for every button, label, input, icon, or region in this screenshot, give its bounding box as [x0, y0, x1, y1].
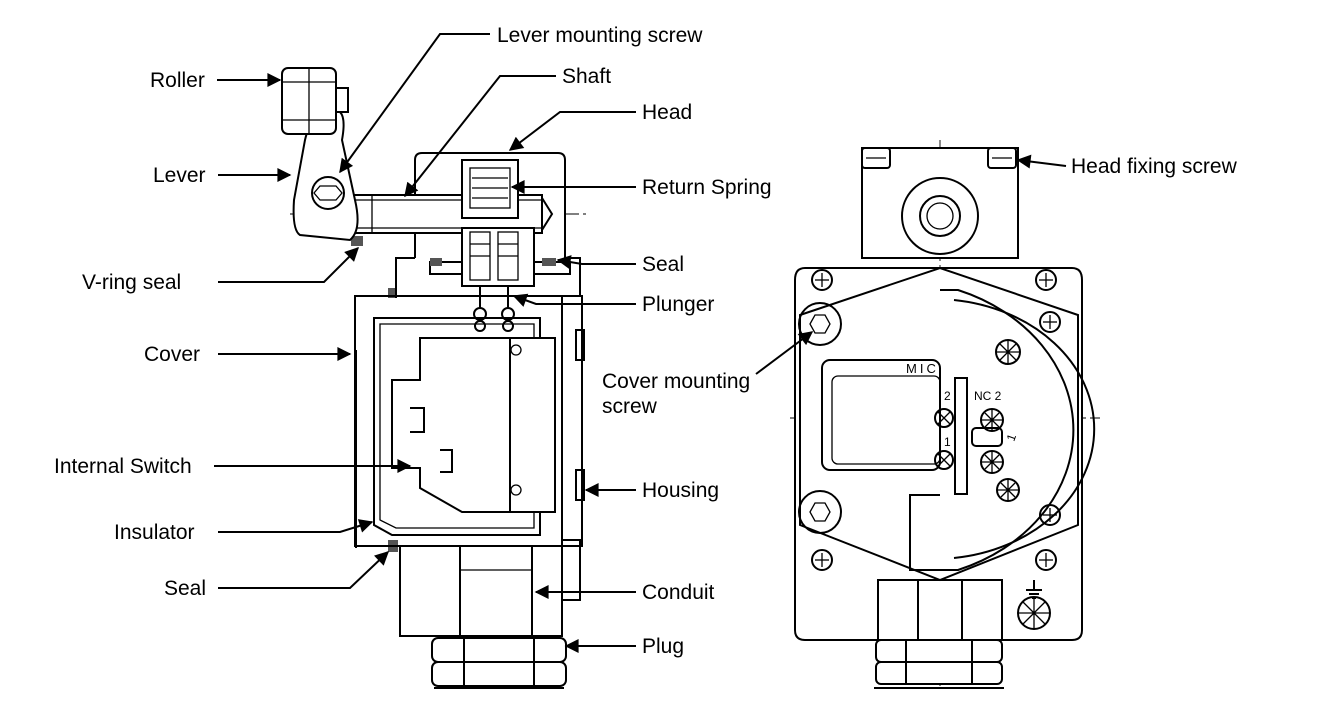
label-return-spring: Return Spring: [642, 176, 772, 199]
label-cover-mounting-screw-1: Cover mounting: [602, 370, 750, 393]
label-insulator: Insulator: [114, 521, 195, 544]
v-ring-seal-part: [351, 236, 363, 246]
label-internal-switch: Internal Switch: [54, 455, 192, 478]
insulator-outline: [373, 317, 541, 536]
switch-terminal-bar: [954, 377, 968, 495]
cutaway-insulator: [909, 289, 1075, 571]
label-head-fixing-screw: Head fixing screw: [1071, 155, 1238, 178]
terminal-1-right: 1: [1004, 432, 1020, 443]
ground-symbol-icon: [1026, 580, 1042, 599]
label-cover: Cover: [144, 343, 200, 366]
terminal-screws: [934, 339, 1021, 502]
label-seal-upper: Seal: [642, 253, 684, 276]
head-screw-left: [861, 147, 891, 169]
leader-lines: [214, 33, 1067, 653]
leader-head: [508, 111, 636, 151]
seal-shoulder: [388, 288, 396, 298]
leader-seal-upper: [556, 255, 636, 269]
cover-mounting-screw-bottom: [798, 490, 842, 534]
label-cover-mounting-screw-2: screw: [602, 395, 658, 418]
leader-cover-mounting-screw: [755, 331, 814, 375]
label-head: Head: [642, 101, 692, 124]
leader-insulator: [218, 519, 374, 533]
label-plunger: Plunger: [642, 293, 714, 316]
section-view: [281, 67, 590, 689]
housing-shoulder: [395, 257, 415, 298]
label-conduit: Conduit: [642, 581, 715, 604]
label-plug: Plug: [642, 635, 684, 658]
head-screw-right: [987, 147, 1017, 169]
front-plug-top: [875, 639, 1003, 663]
switch-brand-text: MIC: [906, 361, 939, 376]
seal-upper-left: [430, 258, 442, 266]
terminal-nc2: NC 2: [974, 389, 1002, 403]
leader-seal-lower: [218, 551, 390, 589]
leader-v-ring-seal: [218, 247, 359, 283]
seal-upper-right: [542, 258, 556, 266]
plug-top: [431, 637, 567, 663]
leader-shaft: [404, 75, 556, 198]
leader-plunger: [512, 293, 636, 307]
cover-mounting-screw-top: [798, 302, 842, 346]
terminal-1-left: 1: [944, 435, 951, 449]
leader-lever-mounting-screw: [339, 33, 490, 174]
label-housing: Housing: [642, 479, 719, 502]
label-lever: Lever: [153, 164, 206, 187]
lever-mounting-screw-head: [311, 176, 345, 210]
label-seal-lower: Seal: [164, 577, 206, 600]
leader-head-fixing-screw: [1016, 154, 1067, 169]
conduit-port: [459, 545, 533, 637]
label-lever-mounting-screw: Lever mounting screw: [497, 24, 703, 47]
terminal-2-left: 2: [944, 389, 951, 403]
housing-screws: [811, 269, 1061, 571]
internal-switch-body: [391, 337, 556, 513]
label-roller: Roller: [150, 69, 205, 92]
label-shaft: Shaft: [562, 65, 611, 88]
shaft-tip: [541, 197, 554, 231]
front-view: MIC 2 NC 2 1 1: [790, 140, 1100, 690]
callout-labels: Lever mounting screw Roller Shaft Head L…: [54, 24, 1238, 658]
front-plug-bottom: [875, 661, 1003, 685]
plug-bottom: [431, 661, 567, 687]
label-v-ring-seal: V-ring seal: [82, 271, 181, 294]
shaft-boss: [901, 177, 979, 255]
